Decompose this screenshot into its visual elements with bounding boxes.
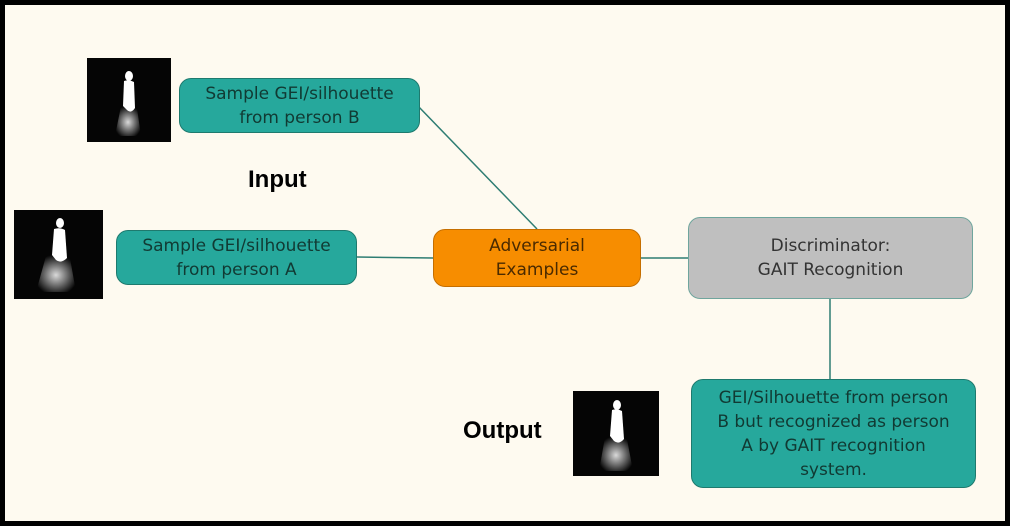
sample-person-b-box: Sample GEI/silhouette from person B <box>179 78 420 133</box>
connector-lines <box>356 104 831 379</box>
discriminator-box: Discriminator: GAIT Recognition <box>688 217 973 299</box>
gei-silhouette-person-b <box>87 58 171 142</box>
gei-silhouette-output <box>573 391 659 476</box>
diagram-canvas: Input Output Sample GEI/silhouette from … <box>5 5 1005 521</box>
walking-silhouette-icon <box>115 71 141 136</box>
connector-b-to-adversarial <box>416 104 538 230</box>
sample-person-a-box: Sample GEI/silhouette from person A <box>116 230 357 285</box>
adversarial-examples-label: Adversarial Examples <box>489 236 585 280</box>
discriminator-label: Discriminator: GAIT Recognition <box>757 236 904 280</box>
result-label: GEI/Silhouette from person B but recogni… <box>717 387 950 480</box>
sample-person-b-label: Sample GEI/silhouette from person B <box>205 83 394 128</box>
input-heading: Input <box>248 166 307 193</box>
walking-silhouette-icon <box>599 400 633 471</box>
gei-silhouette-person-a <box>14 210 103 299</box>
walking-silhouette-icon <box>36 218 76 292</box>
sample-person-a-label: Sample GEI/silhouette from person A <box>142 235 331 280</box>
adversarial-examples-box: Adversarial Examples <box>433 229 641 287</box>
output-heading: Output <box>463 417 542 444</box>
connector-a-to-adversarial <box>356 256 434 259</box>
result-box: GEI/Silhouette from person B but recogni… <box>691 379 976 488</box>
